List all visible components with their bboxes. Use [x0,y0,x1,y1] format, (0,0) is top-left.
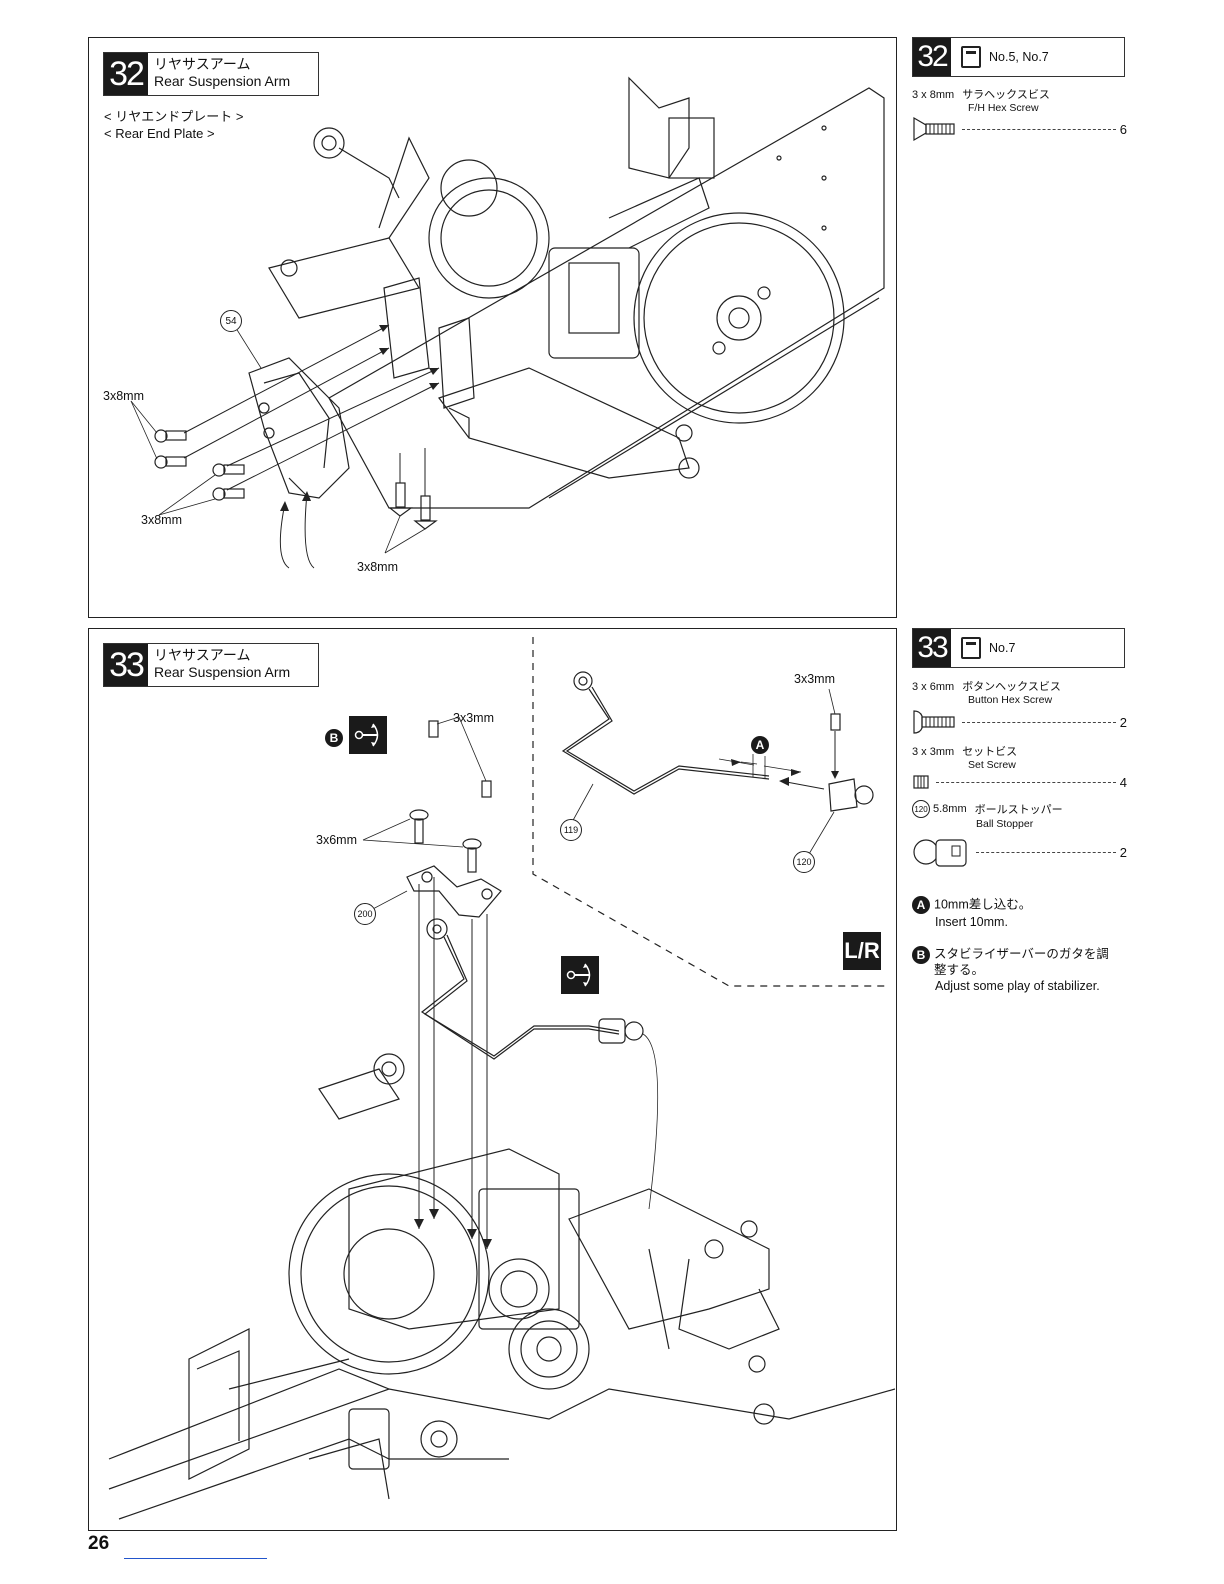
step33-side-number: 33 [913,629,951,667]
step32-bag-ref: No.5, No.7 [989,50,1049,64]
step32-header: 32 リヤサスアーム Rear Suspension Arm [103,52,319,96]
marker-b-badge: B [325,729,343,747]
step33-bag-ref: No.7 [989,641,1016,655]
part-qty: 6 [1119,121,1127,137]
note-b-en: Adjust some play of stabilizer. [935,979,1100,993]
step32-subtitle-jp: < リヤエンドプレート > [104,109,244,124]
hex-screw-label: 3x6mm [316,833,357,847]
note-a-en: Insert 10mm. [935,915,1008,929]
lr-mark-icon: L/R [843,932,881,970]
part-120-callout: 120 [793,851,815,873]
note-a: A 10mm差し込む。 Insert 10mm. [912,896,1127,930]
button-screw-icon [913,710,955,734]
step32-assembly-drawing [130,76,885,569]
set-screw-label-inset: 3x3mm [794,672,835,686]
note-b-badge: B [912,946,930,964]
fh-screw-icon [913,116,955,142]
step33-header: 33 リヤサスアーム Rear Suspension Arm [103,643,319,687]
set-screw-icon [913,775,929,789]
set-screw-label-main: 3x3mm [453,711,494,725]
part-name-jp: サラヘックスビス [962,89,1050,101]
step32-number: 32 [104,53,148,95]
step33-number: 33 [104,644,148,686]
adjust-icon-b [349,716,387,754]
step32-panel: 32 リヤサスアーム Rear Suspension Arm < リヤエンドプレ… [88,37,897,618]
step33-panel: 33 リヤサスアーム Rear Suspension Arm [88,628,897,1531]
hex-wrench-icon [354,723,379,747]
note-b-jp: スタビライザーバーのガタを調整する。 [934,947,1109,977]
part-120-side-callout: 120 [912,800,930,818]
parts-bag-icon [961,46,981,68]
step32-subtitle-en: < Rear End Plate > [104,126,215,141]
hex-wrench-icon [566,963,591,987]
note-a-jp: 10mm差し込む。 [934,897,1032,912]
part-name-en: F/H Hex Screw [968,102,1039,114]
step33-assembly-drawing [108,637,895,1520]
footer-link-underline [124,1558,267,1559]
step32-title-jp: リヤサスアーム [154,56,251,72]
page-number: 26 [88,1533,110,1554]
part-200-callout: 200 [354,903,376,925]
part-54-callout: 54 [220,310,242,332]
screw-label-lower: 3x8mm [141,513,182,527]
step32-part-fh-screw: 3 x 8mm サラヘックスビス F/H Hex Screw 6 [912,86,1127,142]
step33-side-header: 33 No.7 [912,628,1125,668]
marker-a-badge: A [751,736,769,754]
parts-bag-icon [961,637,981,659]
step32-side-number: 32 [913,38,951,76]
step33-title-jp: リヤサスアーム [154,647,251,663]
step33-title-en: Rear Suspension Arm [154,664,291,680]
ball-stopper-icon [913,839,967,867]
screw-label-bottom: 3x8mm [357,560,398,574]
part-119-callout: 119 [560,819,582,841]
adjust-icon-stabilizer [561,956,599,994]
screw-label-left: 3x8mm [103,389,144,403]
note-a-badge: A [912,896,930,914]
part-size: 3 x 8mm [912,89,955,101]
step32-side-header: 32 No.5, No.7 [912,37,1125,77]
step32-title-en: Rear Suspension Arm [154,73,291,89]
